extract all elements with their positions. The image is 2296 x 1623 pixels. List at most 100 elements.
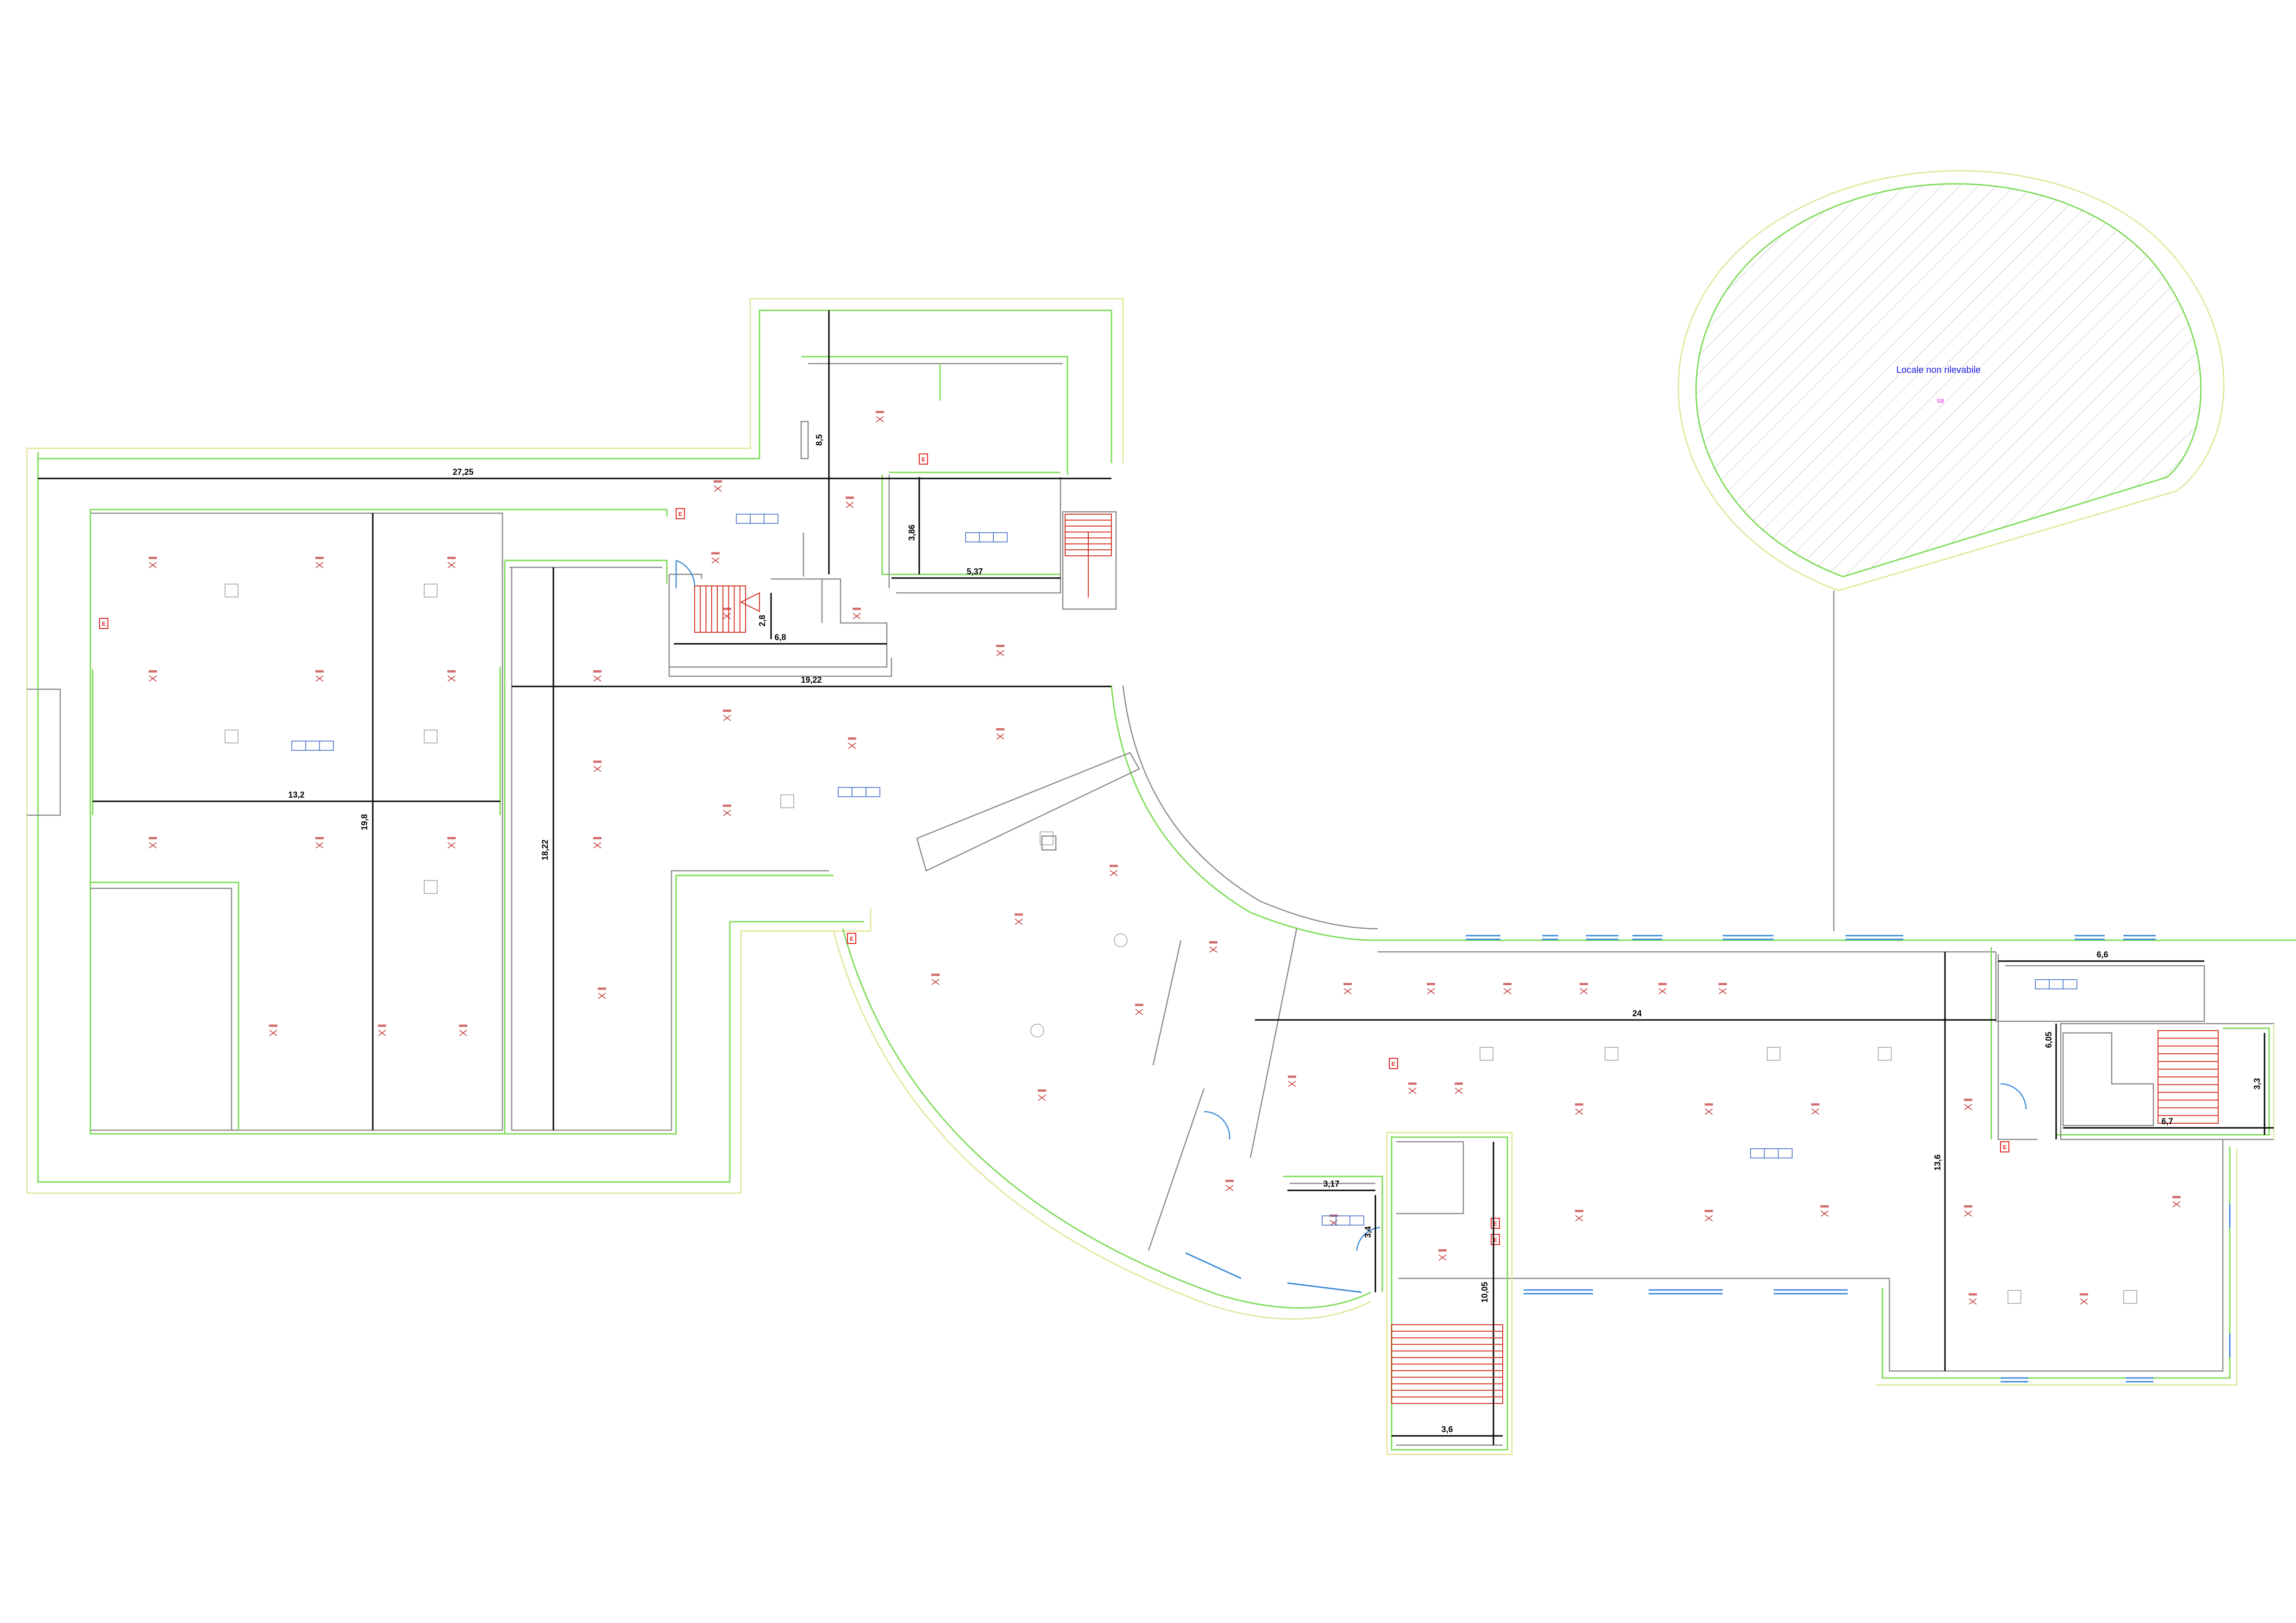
exit-sign: E — [847, 933, 856, 944]
window — [2126, 1377, 2153, 1383]
column — [1040, 831, 1054, 845]
electrical-panel — [2035, 979, 2077, 989]
exit-letter: E — [1392, 1061, 1395, 1067]
light-fixture — [846, 497, 854, 508]
doors — [675, 560, 2027, 1251]
column — [225, 730, 238, 743]
dimension-d15: 6,7 — [2063, 1117, 2274, 1129]
south-stair-walls — [1283, 1132, 1513, 1455]
light-fixture — [714, 480, 722, 492]
window — [1845, 935, 1903, 940]
column — [225, 584, 238, 598]
stair-treads — [1392, 1331, 1503, 1397]
light-fixture — [1343, 983, 1352, 994]
central-hall-walls — [833, 685, 1378, 1320]
electrical-panel — [736, 514, 778, 524]
light-fixture — [1427, 983, 1435, 994]
electrical-panel — [965, 532, 1008, 542]
light-fixture — [1438, 1249, 1447, 1261]
light-fixture — [1964, 1099, 1972, 1110]
light-fixture — [593, 670, 602, 682]
light-fixture — [149, 557, 157, 568]
light-fixture — [447, 670, 456, 682]
dimension-d10: 18,22 — [540, 567, 554, 1130]
light-fixture — [1811, 1103, 1819, 1115]
dimension-d2: 8,5 — [815, 310, 830, 574]
column — [1767, 1047, 1781, 1061]
light-fixture — [1575, 1103, 1583, 1115]
light-fixture — [996, 728, 1004, 740]
electrical-panel — [838, 787, 880, 797]
light-fixture — [315, 837, 324, 849]
dimension-text: 6,7 — [2161, 1117, 2173, 1126]
window — [2123, 935, 2156, 940]
light-fixture — [711, 552, 720, 564]
exit-sign: E — [1491, 1218, 1500, 1229]
column — [424, 730, 438, 743]
window — [2075, 935, 2105, 940]
dimension-d4: 5,37 — [891, 567, 1060, 579]
window — [1723, 935, 1774, 940]
west-wing-walls — [26, 298, 1124, 1194]
dimension-text: 19,22 — [801, 675, 822, 685]
light-fixture — [2172, 1196, 2181, 1208]
dimension-text: 24 — [1632, 1009, 1642, 1018]
exit-sign: E — [2000, 1141, 2009, 1152]
light-fixture — [848, 737, 856, 749]
window — [1466, 935, 1500, 940]
dimension-d13: 6,05 — [2044, 1024, 2057, 1139]
exit-letter: E — [2003, 1144, 2007, 1151]
light-fixture — [593, 837, 602, 849]
exit-letter: E — [678, 511, 682, 517]
dimension-text: 13,2 — [288, 790, 304, 799]
columns — [225, 584, 2137, 1304]
column — [1605, 1047, 1618, 1061]
light-fixture — [149, 670, 157, 682]
dimension-text: 18,22 — [540, 839, 550, 860]
exit-letter: E — [1493, 1237, 1497, 1243]
light-fixture — [853, 608, 861, 619]
dimension-text: 19,8 — [360, 814, 369, 830]
dimension-text: 3,3 — [2252, 1078, 2262, 1089]
exit-sign: E — [1491, 1234, 1500, 1245]
light-fixture — [598, 988, 606, 999]
light-fixture — [1705, 1103, 1713, 1115]
light-fixture — [723, 805, 731, 816]
dimension-text: 6,6 — [2096, 950, 2108, 959]
dimensions: 27,258,53,865,372,86,819,2213,219,818,22… — [38, 310, 2274, 1445]
light-fixture — [1015, 913, 1023, 925]
exit-letter: E — [850, 936, 853, 942]
light-fixture — [1038, 1089, 1046, 1101]
dimension-d17: 3,17 — [1287, 1179, 1375, 1191]
window — [1586, 935, 1618, 940]
dimension-d12: 6,6 — [1998, 950, 2204, 962]
light-fixture — [1408, 1082, 1417, 1094]
stair-treads — [2158, 1038, 2218, 1116]
dimension-d5: 2,8 — [758, 593, 772, 639]
dimension-d18: 3,4 — [1363, 1195, 1376, 1292]
light-fixture — [1580, 983, 1588, 994]
dimension-text: 5,37 — [966, 567, 983, 576]
dimension-text: 3,86 — [907, 524, 916, 541]
window — [1542, 935, 1558, 940]
window — [1185, 1252, 1242, 1279]
light-fixture — [149, 837, 157, 849]
dimension-text: 6,8 — [774, 633, 786, 642]
exit-sign: E — [1389, 1058, 1398, 1069]
dimension-d16: 13,6 — [1933, 952, 1946, 1371]
light-fixture — [723, 608, 731, 619]
electrical-panel — [291, 741, 334, 751]
dimension-text: 6,05 — [2044, 1032, 2053, 1048]
dimension-d19: 10,05 — [1480, 1142, 1494, 1445]
window — [1774, 1289, 1848, 1295]
light-fixture — [1719, 983, 1727, 994]
electrical-panel — [1322, 1215, 1364, 1226]
dimension-d11: 24 — [1255, 1009, 1996, 1021]
window — [1632, 935, 1662, 940]
window — [1524, 1289, 1593, 1295]
stair-north — [694, 585, 760, 633]
light-fixture — [269, 1025, 277, 1036]
column — [2007, 1290, 2021, 1304]
